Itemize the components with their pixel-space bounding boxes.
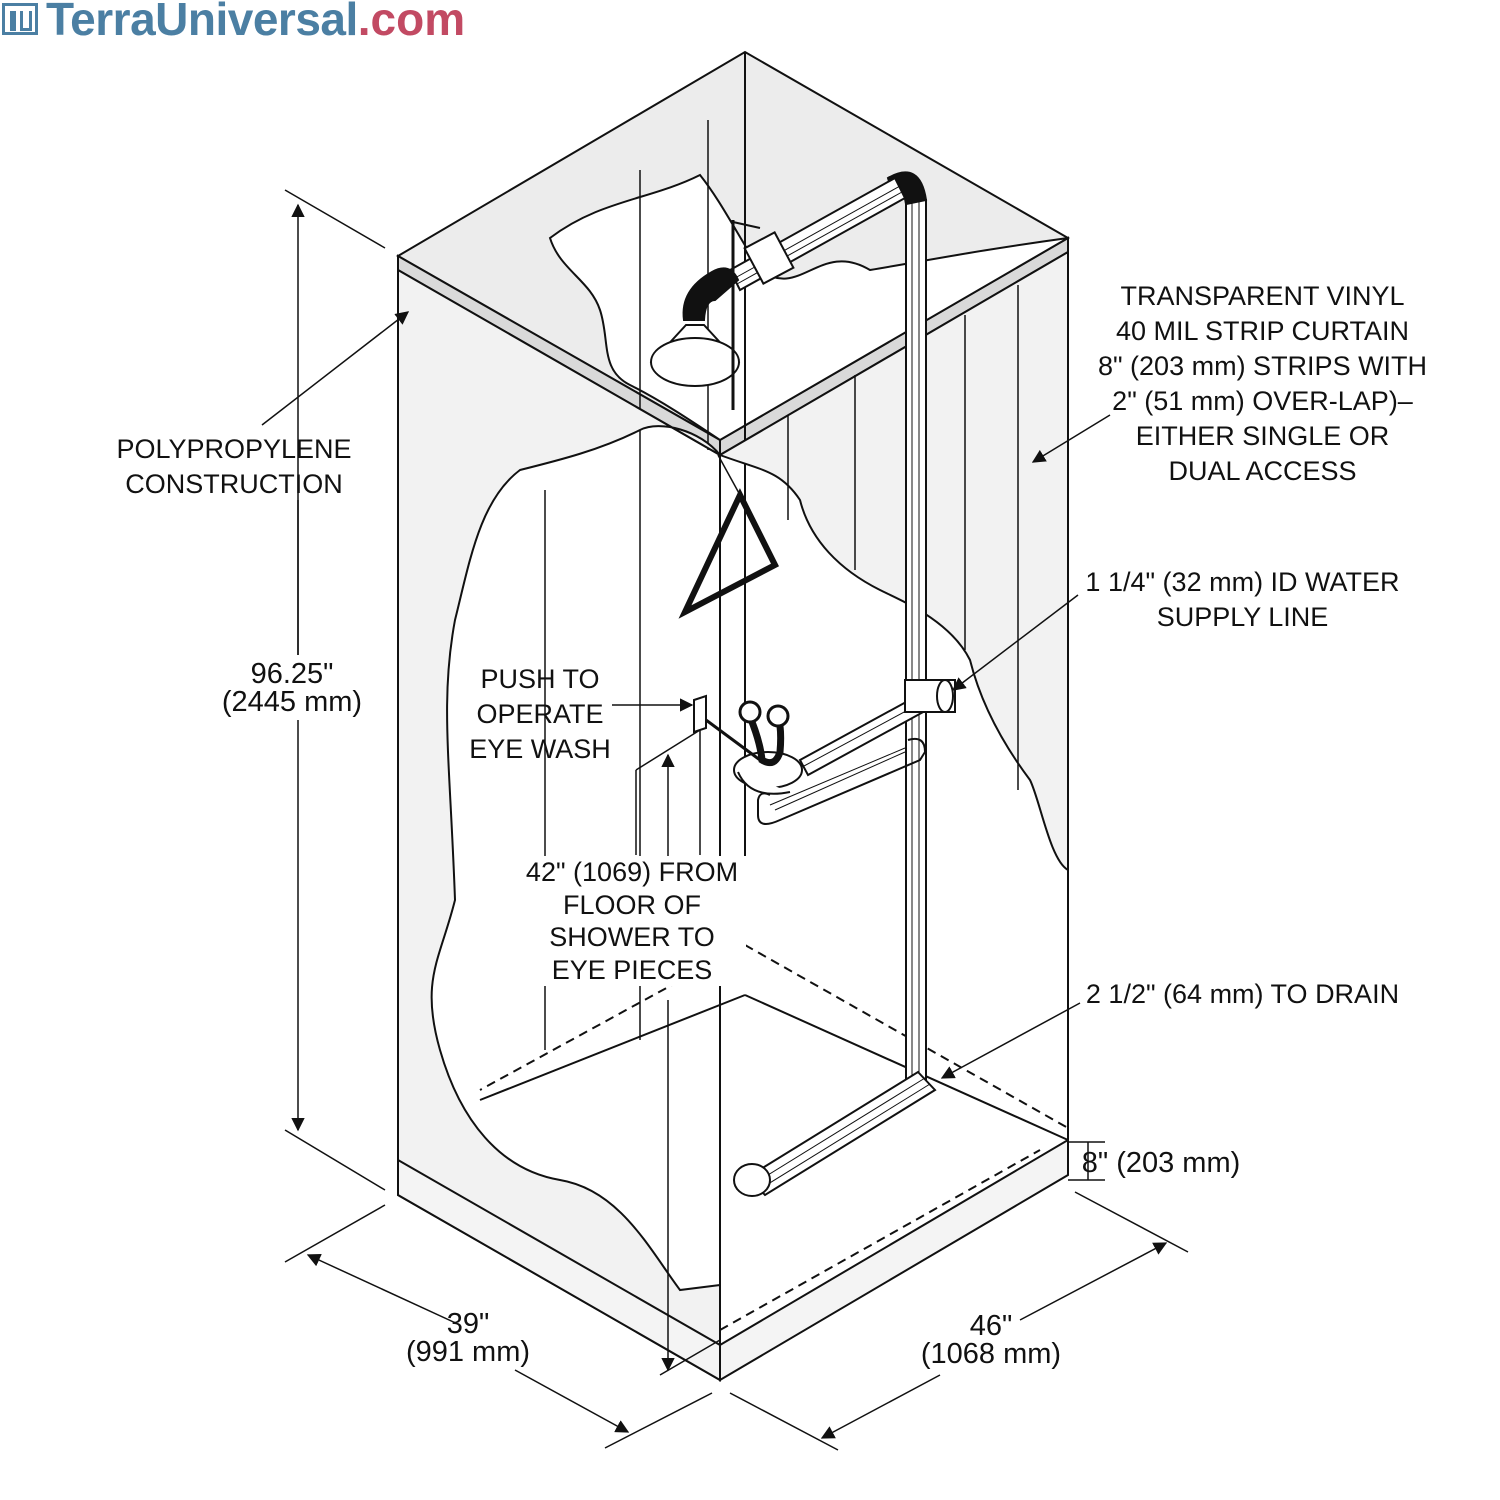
- dimension-lines: [261, 189, 1189, 1451]
- label-drain: 2 1/2" (64 mm) TO DRAIN: [1085, 979, 1400, 1009]
- label-eye-piece-height: 42" (1069) FROM FLOOR OF SHOWER TO EYE P…: [518, 856, 746, 986]
- label-height-dimension: 96.25" (2445 mm): [214, 660, 370, 717]
- label-base-height: 8" (203 mm): [1081, 1147, 1241, 1179]
- brand-tld: .com: [357, 0, 466, 45]
- brand-logo: TerraUniversal.com: [2, 0, 466, 45]
- label-depth-dimension: 46" (1068 mm): [920, 1310, 1062, 1370]
- left-curtain: [397, 268, 721, 1382]
- label-curtain: TRANSPARENT VINYL 40 MIL STRIP CURTAIN 8…: [1097, 281, 1428, 486]
- brand-name: TerraUniversal: [46, 0, 358, 45]
- label-push-eye-wash: PUSH TO OPERATE EYE WASH: [469, 664, 611, 764]
- brand-mark-icon: [2, 3, 38, 35]
- label-polypropylene: POLYPROPYLENE CONSTRUCTION: [116, 434, 352, 499]
- label-width-dimension: 39" (991 mm): [405, 1308, 531, 1368]
- label-supply-line: 1 1/4" (32 mm) ID WATER SUPPLY LINE: [1085, 567, 1400, 632]
- shower-plumbing: [649, 171, 956, 1197]
